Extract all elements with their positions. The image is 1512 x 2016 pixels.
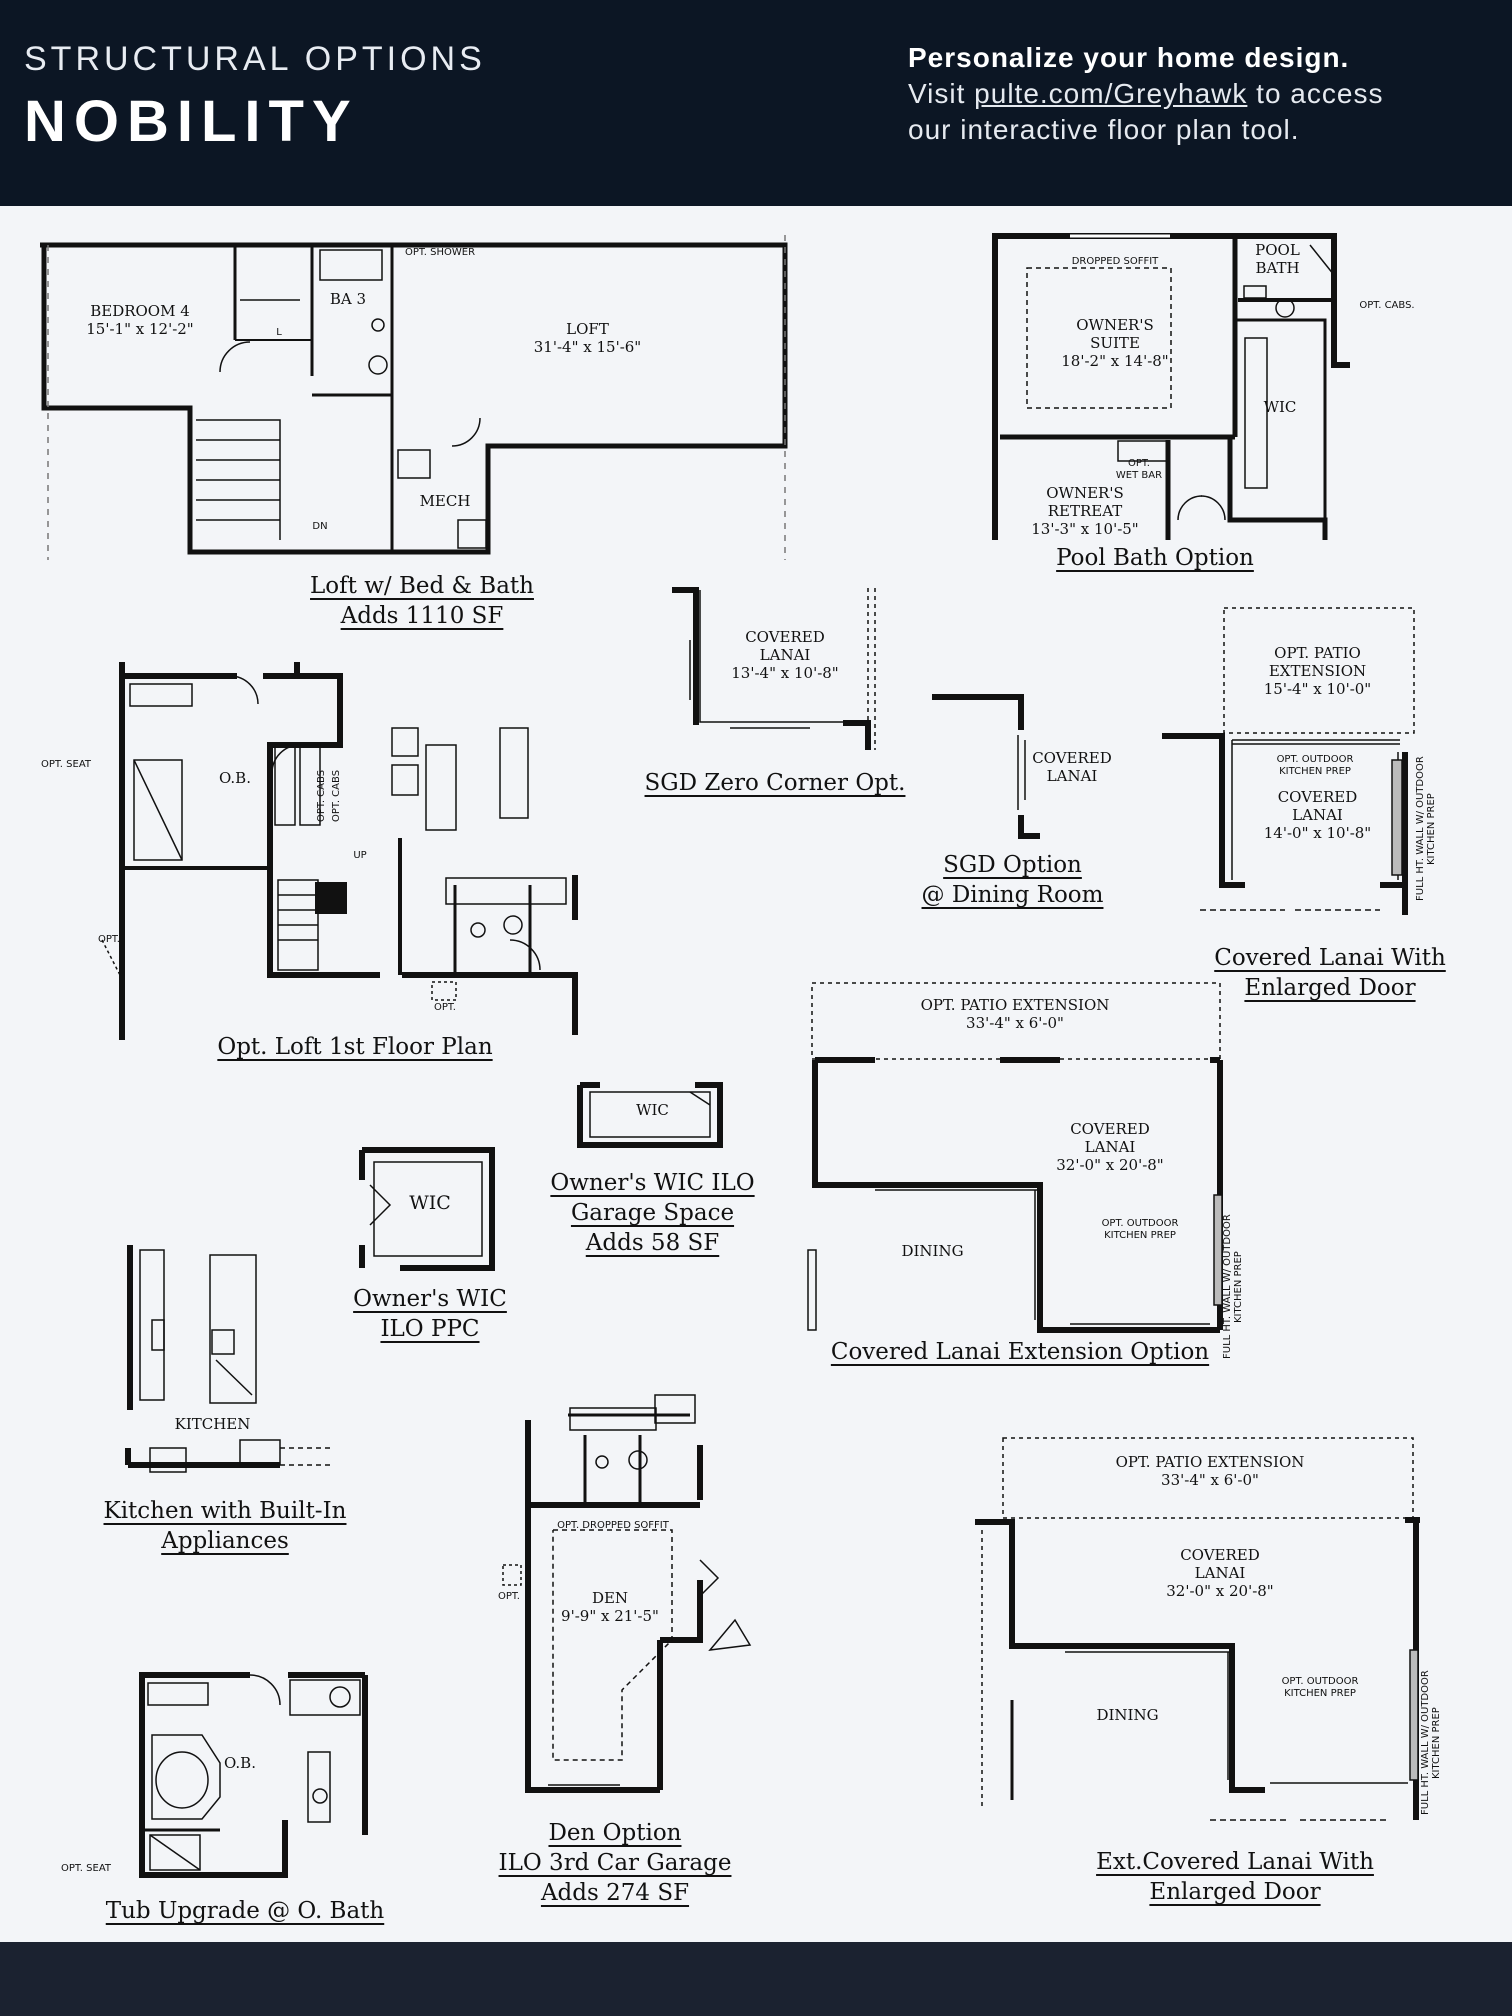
loft1st-cabs2: OPT. CABS	[331, 769, 342, 823]
den-walls	[528, 1415, 700, 1790]
loft-plan-details	[44, 235, 785, 560]
promo-link[interactable]: pulte.com/Greyhawk	[974, 78, 1248, 109]
sgddining-caption: SGD Option@ Dining Room	[921, 852, 1104, 908]
kitchen-details	[140, 1250, 330, 1472]
den-details	[503, 1395, 750, 1785]
page-footer	[0, 1942, 1512, 2016]
loft1st-ob-label: O.B.	[219, 769, 251, 787]
pool-wetbar-label: OPT.WET BAR	[1115, 458, 1163, 481]
enlarged-lanai-walls	[1162, 736, 1405, 915]
extenlarged-dining-label: DINING	[1096, 1706, 1159, 1724]
loft1st-cabs1: OPT. CABS	[316, 769, 327, 823]
extenlarged-details	[982, 1438, 1418, 1820]
loft1st-optseat: OPT. SEAT	[40, 759, 92, 770]
tub-details	[148, 1675, 360, 1870]
loft1st-up: UP	[353, 850, 367, 861]
tub-walls	[142, 1672, 365, 1875]
den-dropped-label: OPT. DROPPED SOFFIT	[557, 1520, 669, 1531]
wicgarage-details	[590, 1092, 710, 1137]
loft1st-opt2: OPT.	[433, 1002, 456, 1013]
wicppc-wic-label: WIC	[409, 1192, 451, 1214]
wicgarage-walls	[580, 1085, 720, 1145]
promo-visit: Visit	[908, 78, 966, 109]
sgdzero-caption: SGD Zero Corner Opt.	[644, 770, 906, 796]
pool-dropped-soffit: DROPPED SOFFIT	[1071, 256, 1159, 267]
floor-plan-drawings	[0, 206, 1512, 1942]
page-header: STRUCTURAL OPTIONS NOBILITY Personalize …	[0, 0, 1512, 210]
extension-dining-label: DINING	[901, 1242, 964, 1260]
wicppc-walls	[362, 1150, 492, 1268]
loft-mech-label: MECH	[419, 492, 471, 510]
loft-bath-label: BA 3	[329, 290, 367, 308]
sgd-zero-walls	[672, 590, 868, 750]
promo-rest: to access	[1256, 78, 1384, 109]
extension-caption: Covered Lanai Extension Option	[830, 1339, 1210, 1365]
loft1st-details	[102, 676, 566, 1000]
promo-line3: our interactive floor plan tool.	[908, 114, 1300, 145]
loft-opt-shower: OPT. SHOWER	[404, 247, 476, 258]
pool-caption: Pool Bath Option	[1056, 545, 1254, 571]
kitchen-walls	[128, 1245, 280, 1465]
pool-wic-label: WIC	[1263, 398, 1297, 416]
loft-dn-label: DN	[312, 521, 328, 532]
kitchen-label: KITCHEN	[174, 1415, 251, 1433]
pool-bath-details	[1027, 236, 1334, 520]
wicgarage-wic-label: WIC	[636, 1101, 669, 1119]
header-title: NOBILITY	[24, 89, 359, 154]
enlarged-fullwall-label: FULL HT. WALL W/ OUTDOOR KITCHEN PREP	[1415, 756, 1437, 902]
wicppc-details	[370, 1162, 482, 1256]
loft1st-opt1: OPT.	[97, 934, 120, 945]
promo-text: Personalize your home design. Visit pult…	[908, 40, 1468, 148]
loft-l-label: L	[276, 327, 282, 338]
pool-opt-cabs: OPT. CABS.	[1359, 300, 1415, 311]
tub-ob-label: O.B.	[224, 1754, 256, 1772]
den-opt-label: OPT.	[497, 1591, 520, 1602]
extension-fullwall-label: FULL HT. WALL W/ OUTDOOR KITCHEN PREP	[1222, 1214, 1244, 1360]
sgd-dining-walls	[932, 697, 1040, 836]
enlarged-lanai-details	[1200, 608, 1414, 910]
loft1st-caption: Opt. Loft 1st Floor Plan	[217, 1034, 493, 1060]
promo-headline: Personalize your home design.	[908, 42, 1350, 73]
extenlarged-fullwall-label: FULL HT. WALL W/ OUTDOOR KITCHEN PREP	[1420, 1670, 1442, 1816]
sgd-dining-details	[1018, 735, 1025, 810]
header-kicker: STRUCTURAL OPTIONS	[24, 40, 486, 78]
sgd-zero-details	[690, 588, 875, 750]
extension-walls	[815, 1060, 1220, 1330]
tub-optseat-label: OPT. SEAT	[60, 1863, 112, 1874]
tub-caption: Tub Upgrade @ O. Bath	[105, 1898, 385, 1924]
extension-details	[808, 983, 1222, 1330]
